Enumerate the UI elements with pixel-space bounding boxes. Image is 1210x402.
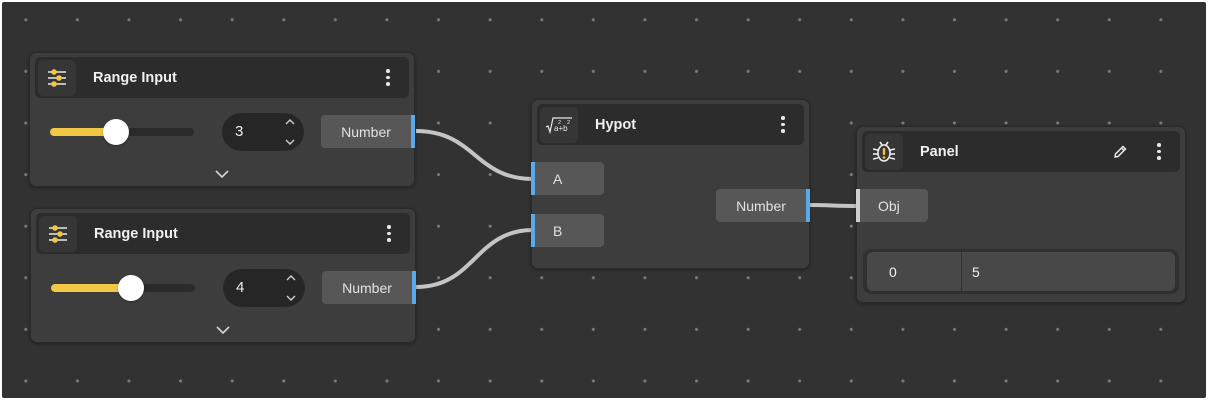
number-stepper[interactable]: 4 xyxy=(223,269,305,307)
sliders-icon xyxy=(38,59,76,96)
svg-text:2: 2 xyxy=(567,120,570,126)
svg-text:a+b: a+b xyxy=(554,124,568,133)
more-options-icon[interactable] xyxy=(1150,140,1168,164)
input-port-obj[interactable]: Obj xyxy=(856,189,928,222)
chevron-up-icon[interactable] xyxy=(286,274,296,283)
panel-row-index: 0 xyxy=(867,252,962,291)
node-header[interactable]: Panel xyxy=(862,131,1180,172)
node-title: Hypot xyxy=(595,116,637,133)
node-title: Range Input xyxy=(94,225,178,242)
panel-row[interactable]: 0 5 xyxy=(867,252,1175,291)
panel-node[interactable]: Panel Obj 0 5 xyxy=(856,126,1186,303)
node-header[interactable]: Range Input xyxy=(36,213,410,254)
range-input-node-2[interactable]: Range Input 4 Number xyxy=(30,208,416,343)
number-stepper[interactable]: 3 xyxy=(222,113,304,151)
range-input-node-1[interactable]: Range Input 3 Number xyxy=(29,52,415,187)
stepper-value[interactable]: 4 xyxy=(236,279,245,296)
slider-thumb[interactable] xyxy=(118,275,144,301)
output-port-number[interactable]: Number xyxy=(322,271,416,304)
expand-chevron-icon[interactable] xyxy=(214,169,230,179)
more-options-icon[interactable] xyxy=(380,222,398,246)
slider-thumb[interactable] xyxy=(103,119,129,145)
panel-row-value: 5 xyxy=(972,263,980,280)
chevron-down-icon[interactable] xyxy=(286,293,296,302)
chevron-down-icon[interactable] xyxy=(285,137,295,146)
output-port-number[interactable]: Number xyxy=(716,189,810,222)
pencil-icon[interactable] xyxy=(1112,144,1128,160)
expand-chevron-icon[interactable] xyxy=(215,325,231,335)
svg-text:2: 2 xyxy=(558,120,561,126)
chevron-up-icon[interactable] xyxy=(285,118,295,127)
more-options-icon[interactable] xyxy=(379,66,397,90)
range-slider[interactable] xyxy=(51,275,195,301)
node-title: Panel xyxy=(920,143,959,160)
input-port-b[interactable]: B xyxy=(531,214,604,247)
bug-icon xyxy=(865,133,903,170)
node-title: Range Input xyxy=(93,69,177,86)
panel-output-box: 0 5 xyxy=(863,249,1179,294)
sliders-icon xyxy=(39,215,77,252)
node-header[interactable]: Range Input xyxy=(35,57,409,98)
output-port-number[interactable]: Number xyxy=(321,115,415,148)
input-port-a[interactable]: A xyxy=(531,162,604,195)
range-slider[interactable] xyxy=(50,119,194,145)
more-options-icon[interactable] xyxy=(774,113,792,137)
stepper-value[interactable]: 3 xyxy=(235,123,244,140)
